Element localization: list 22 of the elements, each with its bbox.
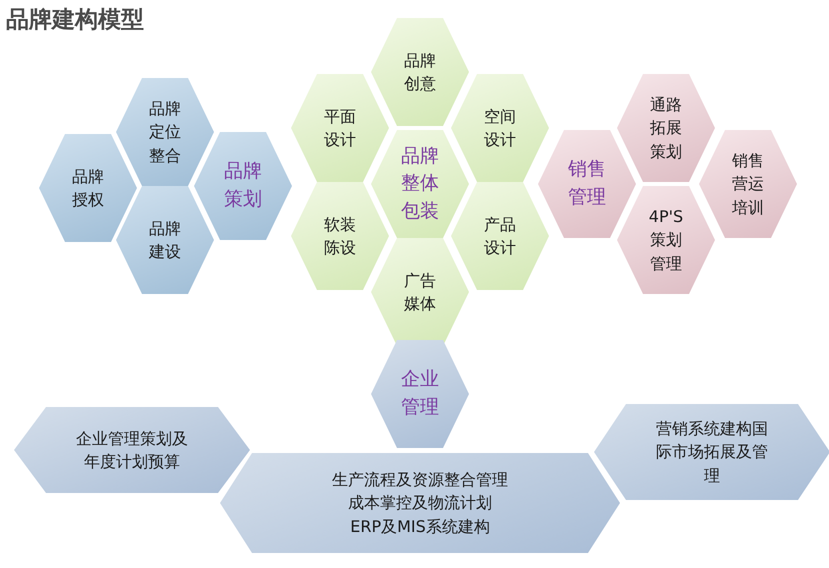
hexagon-label: ERP及MIS系统建构 bbox=[349, 516, 491, 538]
hexagon-label: 企业管理策划及年度计划预算 bbox=[74, 428, 189, 473]
hexagon-label: 平面设计 bbox=[322, 106, 357, 151]
hexagon-label: 4P'S策划管理 bbox=[648, 206, 684, 275]
diagram-title: 品牌建构模型 bbox=[6, 6, 144, 35]
hexagon-label: 品牌授权 bbox=[70, 166, 105, 211]
hexagon-label: 软装陈设 bbox=[322, 214, 357, 259]
hexagon-label: 企业管理 bbox=[400, 367, 440, 420]
hexagon-label: 空间设计 bbox=[482, 106, 517, 151]
hexagon-label: 生产流程及资源整合管理 bbox=[331, 469, 509, 492]
hexagon-label: 品牌定位整合 bbox=[148, 98, 182, 167]
hexagon-label: 品牌创意 bbox=[402, 50, 437, 95]
hexagon-label: 产品设计 bbox=[482, 214, 517, 259]
hexagon-label: 品牌整体包装 bbox=[400, 144, 440, 224]
hexagon-label: 销售管理 bbox=[567, 157, 607, 210]
hexagon-label: 成本掌控及物流计划 bbox=[347, 492, 493, 514]
hexagon-label: 营销系统建构国际市场拓展及管理 bbox=[654, 418, 769, 487]
hexagon-label: 品牌建设 bbox=[148, 218, 182, 263]
hexagon-label: 广告媒体 bbox=[402, 270, 437, 315]
hexagon-label: 品牌策划 bbox=[223, 159, 263, 212]
hexagon-label: 销售营运培训 bbox=[730, 150, 765, 219]
hexagon-label: 通路拓展策划 bbox=[648, 94, 683, 163]
